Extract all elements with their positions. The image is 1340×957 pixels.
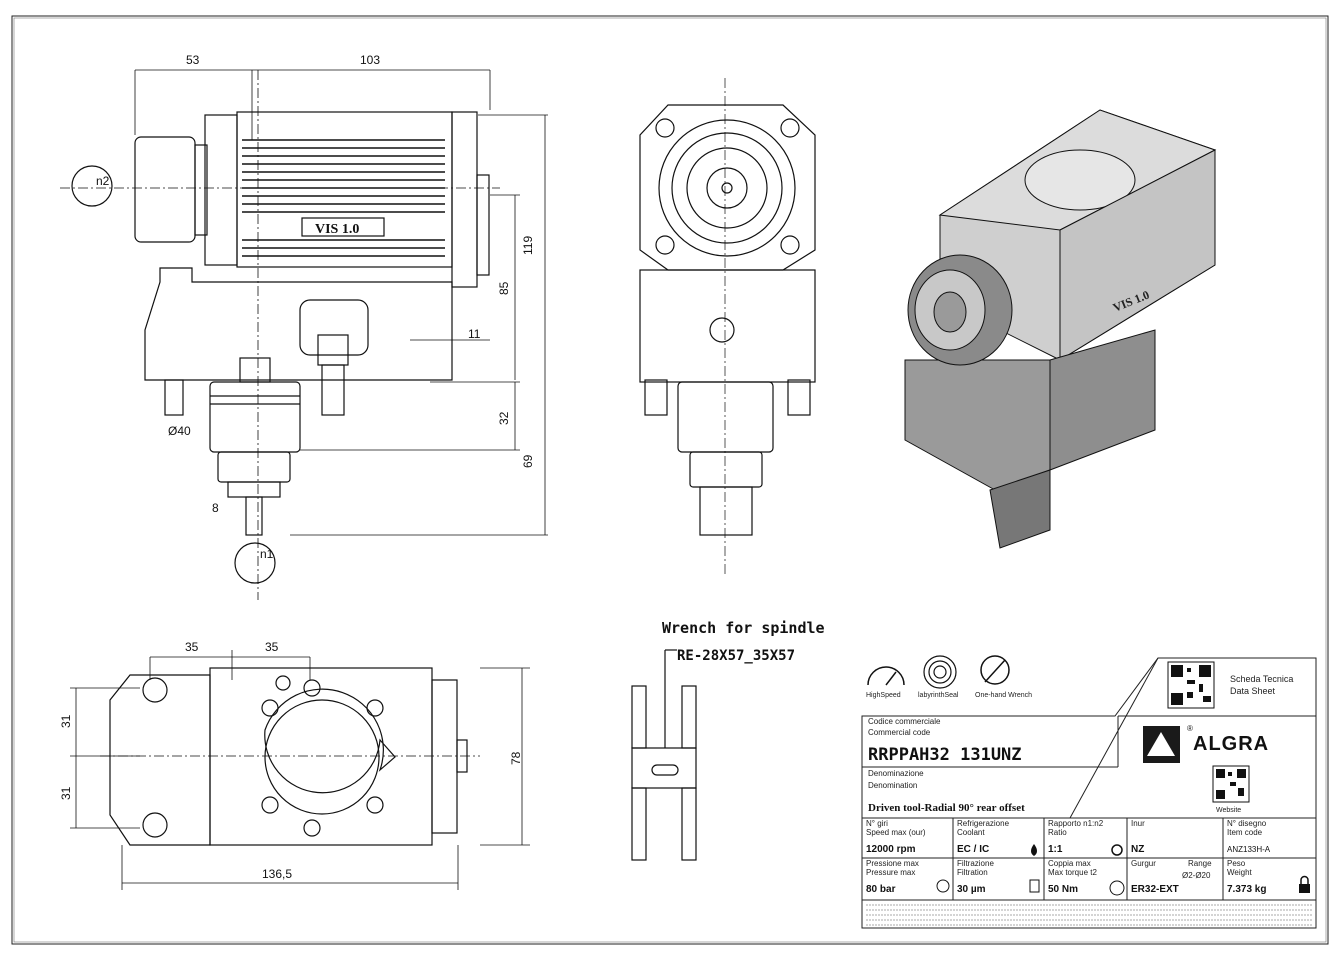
coolant-drop-icon [1031, 844, 1037, 856]
outer-border [11, 15, 1329, 945]
ratio-label-en: Ratio [1048, 828, 1067, 837]
code-label-it: Codice commerciale [868, 717, 941, 726]
side-view [60, 69, 548, 600]
iso-view [904, 109, 1217, 549]
filtration-label-it: Filtrazione [957, 859, 994, 868]
item-code-label-it: N° disegno [1227, 819, 1267, 828]
coolant-label-it: Refrigerazione [957, 819, 1010, 828]
inner-border [13, 17, 1327, 943]
dim-35-left: 35 [185, 640, 199, 654]
denomination-label-en: Denomination [868, 781, 917, 790]
ratio-value: 1:1 [1048, 844, 1063, 855]
pressure-label-it: Pressione max [866, 859, 919, 868]
gear-icon [1111, 844, 1123, 856]
filtration-value: 30 µm [957, 884, 986, 895]
front-view [639, 78, 816, 575]
inur-label: Inur [1131, 819, 1145, 828]
feature-label-wrench: One-hand Wrench [975, 692, 1032, 699]
dim-78: 78 [509, 751, 523, 765]
website-label: Website [1216, 807, 1241, 814]
collet-value: ER32-EXT [1131, 884, 1179, 895]
dim-35-right: 35 [265, 640, 279, 654]
filtration-label-en: Filtration [957, 868, 988, 877]
collet-label: Gurgur [1131, 859, 1156, 868]
item-code-value: ANZ133H-A [1227, 845, 1271, 854]
weight-label-en: Weight [1227, 868, 1253, 877]
brand-registered: ® [1187, 724, 1193, 733]
bottom-view [70, 650, 530, 890]
qr-datasheet-icon [1167, 661, 1215, 709]
item-code-label-en: Item code [1227, 828, 1263, 837]
dim-32: 32 [497, 411, 511, 425]
dim-11: 11 [468, 327, 481, 341]
feature-label-labyrinth: labyrinthSeal [918, 692, 959, 699]
dim-69: 69 [521, 454, 535, 468]
ratio-label-it: Rapporto n1:n2 [1048, 819, 1104, 828]
dim-31-bottom: 31 [59, 786, 73, 800]
labyrinth-seal-icon [923, 655, 957, 689]
dim-119: 119 [521, 236, 535, 255]
dim-85: 85 [497, 281, 511, 295]
speed-label-en: Speed max (our) [866, 828, 926, 837]
one-hand-wrench-icon [980, 655, 1010, 685]
title-block [861, 657, 1317, 929]
range-value: Ø2-Ø20 [1182, 871, 1211, 880]
algra-logo-triangle [1147, 732, 1175, 756]
dim-diameter-40: Ø40 [168, 424, 191, 438]
rotation-label-n2: n2 [96, 174, 110, 188]
torque-label-en: Max torque t2 [1048, 868, 1097, 877]
brand-name: ALGRA [1193, 733, 1269, 755]
denomination-label-it: Denominazione [868, 769, 924, 778]
torque-icon [1109, 880, 1125, 896]
rotation-label-n1: n1 [260, 547, 274, 561]
dim-31-top: 31 [59, 714, 73, 728]
pressure-gauge-icon [936, 879, 950, 893]
dim-103: 103 [360, 53, 380, 67]
pressure-value: 80 bar [866, 884, 896, 895]
dim-136-5: 136,5 [262, 867, 292, 881]
pressure-label-en: Pressure max [866, 868, 915, 877]
speed-label-it: N° giri [866, 819, 888, 828]
dim-8: 8 [212, 501, 219, 515]
datasheet-label-it: Scheda Tecnica [1230, 674, 1293, 684]
coolant-label-en: Coolant [957, 828, 985, 837]
lock-icon [1299, 875, 1310, 893]
speed-value: 12000 rpm [866, 844, 916, 855]
torque-label-it: Coppia max [1048, 859, 1091, 868]
wrench-title: Wrench for spindle [662, 619, 825, 637]
wrench-drawing [631, 649, 697, 861]
weight-label-it: Peso [1227, 859, 1246, 868]
wrench-code: RE-28X57_35X57 [677, 648, 795, 664]
coolant-value: EC / IC [957, 844, 989, 855]
feature-label-highspeed: HighSpeed [866, 692, 901, 699]
filter-icon [1029, 879, 1040, 893]
range-label: Range [1188, 859, 1212, 868]
fine-print [866, 904, 1312, 926]
datasheet-label-en: Data Sheet [1230, 686, 1276, 696]
inur-value: NZ [1131, 844, 1144, 855]
code-label-en: Commercial code [868, 728, 931, 737]
dim-53: 53 [186, 53, 200, 67]
body-label: VIS 1.0 [315, 222, 359, 237]
gauge-icon [867, 666, 905, 686]
commercial-code: RRPPAH32 131UNZ [868, 745, 1022, 765]
denomination: Driven tool-Radial 90° rear offset [868, 802, 1025, 814]
torque-value: 50 Nm [1048, 884, 1078, 895]
weight-value: 7.373 kg [1227, 884, 1266, 895]
qr-website-icon [1212, 765, 1250, 803]
